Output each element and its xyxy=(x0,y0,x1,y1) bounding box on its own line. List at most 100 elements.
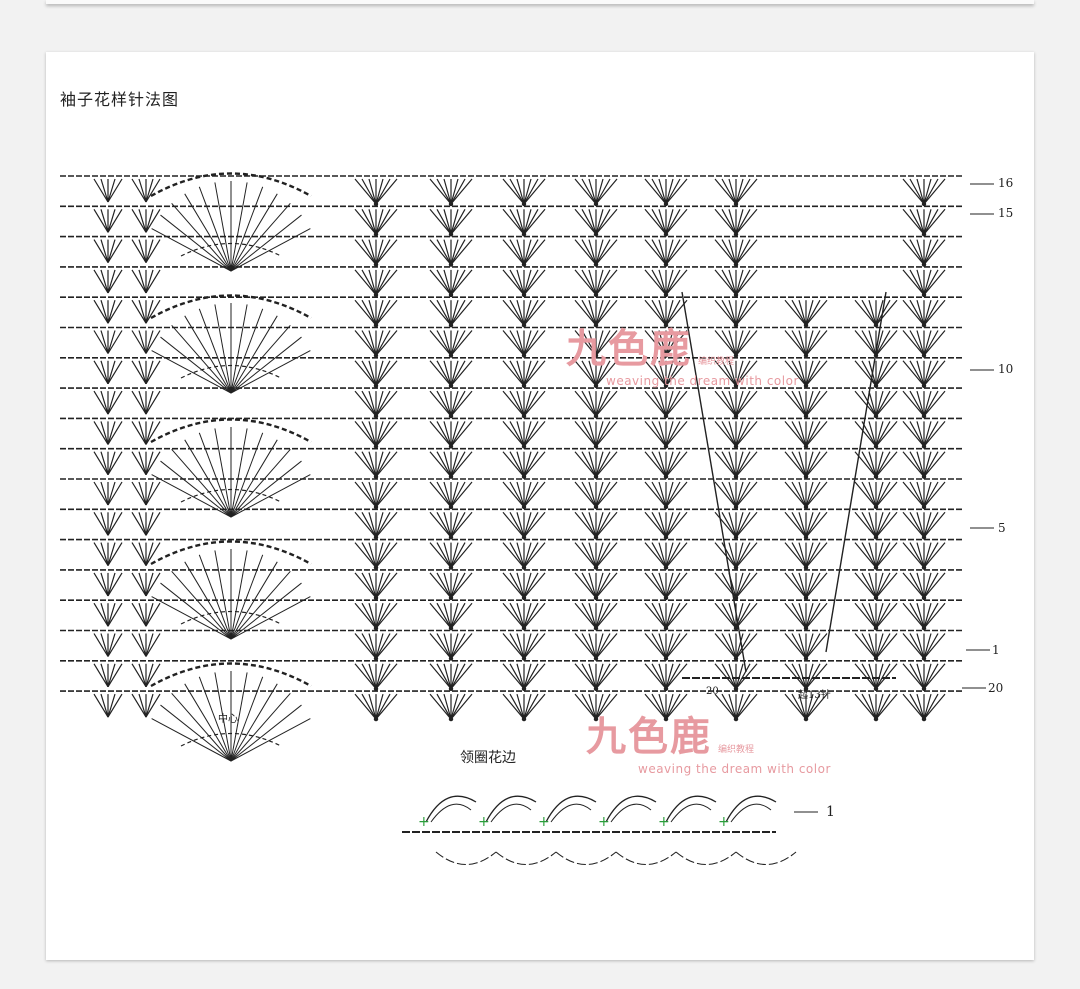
shaping-line-left xyxy=(681,291,747,673)
pineapple-ray xyxy=(230,203,291,272)
fan-stitch xyxy=(145,602,161,627)
pineapple-ray xyxy=(151,596,232,640)
fan-stitch xyxy=(588,542,597,568)
fan-stitch xyxy=(784,511,807,538)
fan-stitch xyxy=(375,390,384,417)
watermark-subtitle: 编织教程 xyxy=(698,357,735,367)
fan-stitch xyxy=(138,693,147,718)
fan-stitch xyxy=(644,390,667,417)
fan-stitch xyxy=(138,633,147,657)
fan-stitch xyxy=(805,451,821,477)
fan-stitch xyxy=(714,390,737,417)
fan-stitch xyxy=(354,602,377,629)
fan-stitch xyxy=(93,299,109,324)
fan-stitch xyxy=(665,693,688,720)
fan-stitch xyxy=(735,178,758,205)
fan-stitch xyxy=(443,330,452,356)
fan-stitch xyxy=(923,602,946,629)
pineapple-arc xyxy=(150,418,312,444)
fan-stitch xyxy=(868,693,877,720)
fan-stitch xyxy=(916,209,925,235)
fan-stitch xyxy=(923,693,932,720)
fan-stitch xyxy=(595,421,611,447)
fan-stitch xyxy=(735,693,758,720)
fan-stitch xyxy=(868,542,877,568)
fan-stitch xyxy=(574,572,597,599)
fan-stitch xyxy=(443,542,452,568)
fan-stitch xyxy=(595,239,618,265)
fan-stitch xyxy=(107,451,116,475)
fan-stitch xyxy=(574,693,597,720)
fan-stitch xyxy=(861,360,877,387)
fan-stitch xyxy=(644,542,667,568)
fan-stitch xyxy=(443,269,452,296)
fan-stitch xyxy=(868,300,877,326)
fan-stitch xyxy=(595,693,611,720)
fan-stitch xyxy=(509,178,525,205)
fan-stitch xyxy=(595,269,611,296)
fan-stitch xyxy=(735,390,758,417)
fan-stitch xyxy=(100,300,109,324)
fan-base xyxy=(521,686,527,691)
fan-stitch xyxy=(131,178,147,203)
fan-stitch xyxy=(450,360,473,387)
fan-stitch xyxy=(714,269,737,296)
fan-stitch xyxy=(923,239,932,265)
fan-stitch xyxy=(916,481,925,508)
fan-stitch xyxy=(923,330,946,356)
fan-stitch xyxy=(375,330,398,356)
fan-stitch xyxy=(644,481,667,508)
fan-stitch xyxy=(665,178,681,205)
fan-base xyxy=(663,323,669,328)
fan-stitch xyxy=(651,330,667,356)
fan-stitch xyxy=(665,209,681,235)
fan-stitch xyxy=(523,360,539,387)
fan-stitch xyxy=(581,693,597,720)
fan-stitch xyxy=(368,481,377,508)
fan-stitch xyxy=(450,633,459,659)
fan-stitch xyxy=(361,481,377,508)
fan-stitch xyxy=(145,663,154,687)
fan-stitch xyxy=(721,360,737,387)
fan-base xyxy=(593,232,599,237)
fan-base xyxy=(733,383,739,388)
stitch-chart: ++++++ xyxy=(60,172,994,865)
fan-base xyxy=(373,292,379,298)
pineapple-ray xyxy=(230,336,302,394)
pineapple-ray xyxy=(214,182,232,272)
fan-stitch xyxy=(145,330,161,354)
fan-stitch xyxy=(861,299,877,326)
fan-stitch xyxy=(368,300,377,326)
fan-stitch xyxy=(100,390,109,415)
fan-stitch xyxy=(138,269,147,294)
fan-stitch xyxy=(443,390,452,417)
fan-stitch xyxy=(665,390,681,417)
fan-base xyxy=(803,565,809,570)
fan-stitch xyxy=(138,451,147,475)
pineapple-ray xyxy=(171,571,232,640)
fan-stitch xyxy=(138,209,147,233)
fan-stitch xyxy=(450,330,459,356)
fan-stitch xyxy=(523,603,532,629)
fan-stitch xyxy=(354,633,377,659)
fan-base xyxy=(803,474,809,479)
fan-stitch xyxy=(523,178,546,205)
fan-stitch xyxy=(651,602,667,629)
fan-stitch xyxy=(784,451,807,478)
fan-stitch xyxy=(502,511,525,538)
fan-stitch xyxy=(100,603,109,627)
fan-base xyxy=(663,232,669,237)
fan-stitch xyxy=(595,633,618,659)
fan-stitch xyxy=(735,239,744,265)
fan-stitch xyxy=(784,481,807,508)
fan-stitch xyxy=(145,633,154,657)
fan-stitch xyxy=(854,663,877,690)
pineapple-ray xyxy=(198,186,232,272)
fan-stitch xyxy=(436,209,452,235)
collar-shell xyxy=(725,795,777,823)
collar-shell xyxy=(665,795,717,823)
fan-stitch xyxy=(375,693,398,720)
fan-stitch xyxy=(875,421,891,447)
fan-stitch xyxy=(588,512,597,538)
fan-base xyxy=(733,716,739,722)
